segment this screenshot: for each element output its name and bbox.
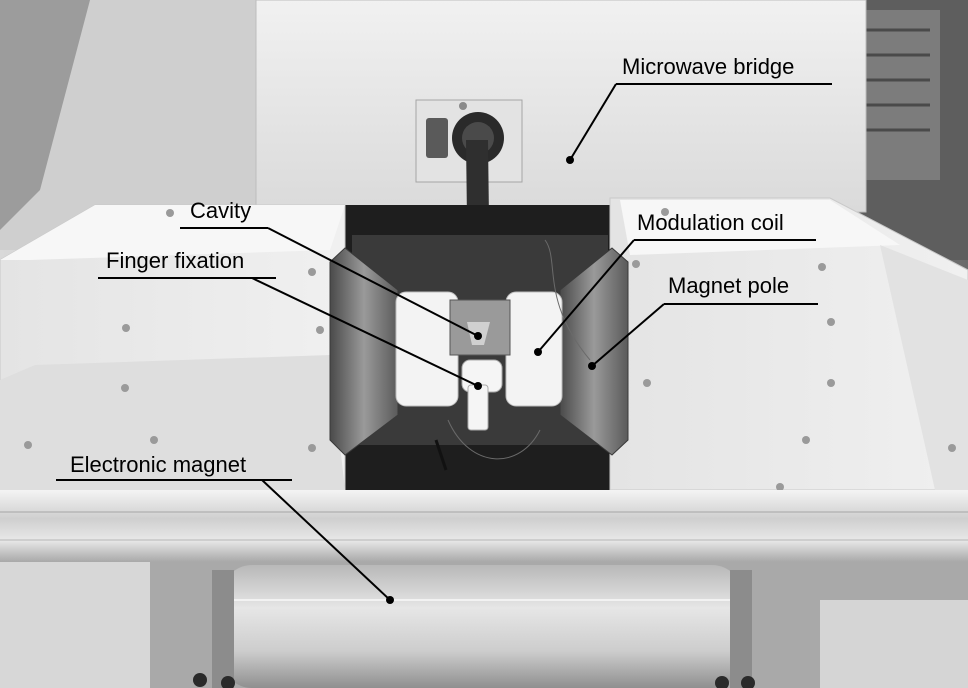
label-cavity: Cavity	[190, 198, 252, 223]
label-magnet-pole: Magnet pole	[668, 273, 790, 298]
label-microwave-bridge: Microwave bridge	[622, 54, 795, 79]
label-modulation-coil: Modulation coil	[637, 210, 784, 235]
label-electronic-magnet: Electronic magnet	[70, 452, 247, 477]
label-finger-fixation: Finger fixation	[106, 248, 245, 273]
